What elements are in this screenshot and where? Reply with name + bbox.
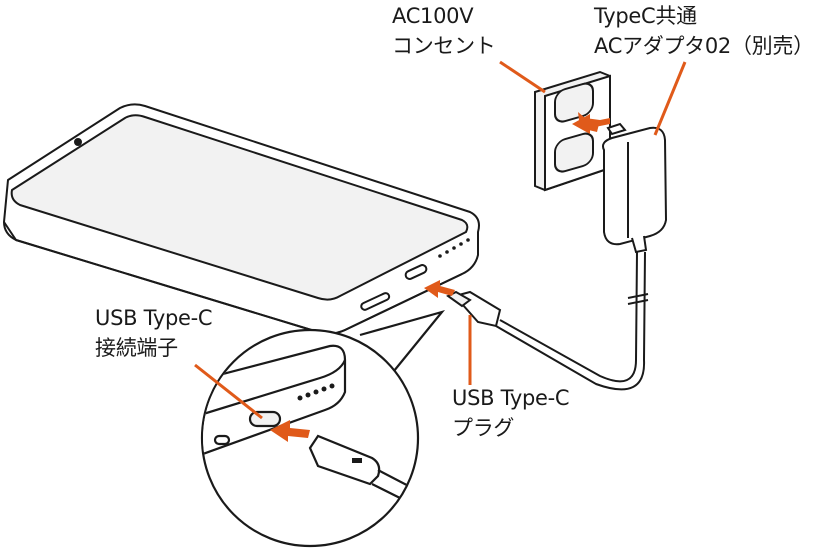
adapter-label-1: TypeC共通 xyxy=(594,4,697,28)
adapter-leader-line xyxy=(653,61,687,136)
annotations xyxy=(194,60,687,442)
outlet-leader-line xyxy=(499,60,546,94)
adapter-label-2: ACアダプタ02（別売） xyxy=(594,34,814,58)
magnified-view xyxy=(200,310,446,548)
smartphone xyxy=(3,103,480,335)
port-label-1: USB Type-C xyxy=(95,306,213,330)
magnified-arrow xyxy=(270,420,310,442)
ac-adapter xyxy=(602,122,668,254)
plug-label-2: プラグ xyxy=(452,416,515,440)
usb-cable xyxy=(446,251,649,391)
port-leader-line xyxy=(194,363,263,420)
wall-outlet xyxy=(534,70,611,192)
phone-arrow xyxy=(424,280,455,298)
outlet-label-1: AC100V xyxy=(392,4,474,28)
port-label-2: 接続端子 xyxy=(95,336,178,360)
plug-label-1: USB Type-C xyxy=(452,386,570,410)
outlet-label-2: コンセント xyxy=(392,34,496,58)
